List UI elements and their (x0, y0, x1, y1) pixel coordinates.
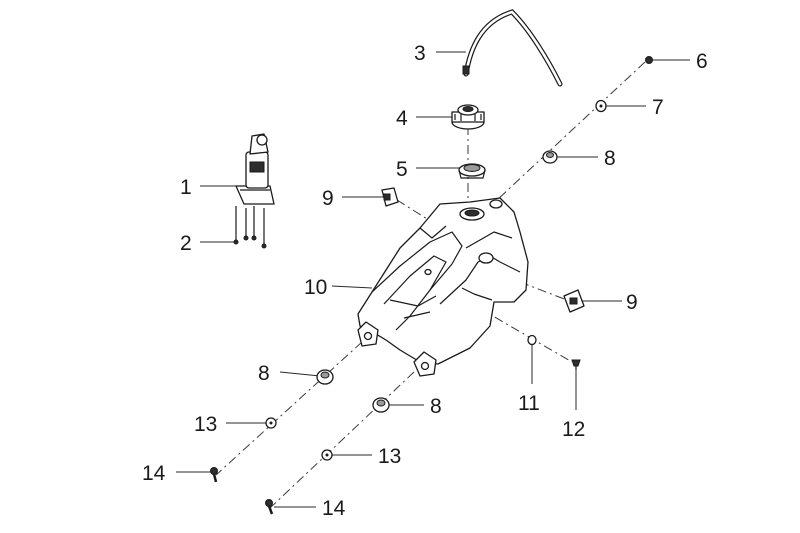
fuel-pump-icon (235, 133, 275, 205)
callout-4: 4 (396, 107, 408, 130)
callout-numbers: 1 2 3 4 5 6 7 8 9 9 10 11 12 8 8 13 13 1… (142, 42, 708, 520)
mounting-bolt-icon (210, 467, 218, 483)
callout-8-left: 8 (258, 362, 270, 385)
callout-8-bottom: 8 (430, 395, 442, 418)
small-washer-icon (527, 334, 537, 346)
cap-seal-ring-icon (458, 163, 486, 179)
mounting-bolt-icon (265, 499, 274, 515)
flat-washer-icon (265, 417, 277, 429)
callout-14-left: 14 (142, 462, 166, 485)
callout-9-left: 9 (322, 187, 334, 210)
callout-2: 2 (180, 232, 192, 255)
callout-7: 7 (652, 96, 664, 119)
bracket-clip-icon (381, 187, 399, 207)
callout-13-right: 13 (378, 445, 401, 468)
callout-12: 12 (562, 418, 585, 441)
fuel-cap-icon (451, 104, 485, 130)
callout-13-left: 13 (194, 413, 217, 436)
callout-6: 6 (696, 50, 708, 73)
screw-icon (571, 359, 581, 370)
rubber-bushing-icon (372, 397, 390, 413)
fuel-tank-icon (357, 197, 529, 377)
callout-9-right: 9 (626, 291, 638, 314)
callout-8-top: 8 (604, 147, 616, 170)
rubber-bushing-icon (316, 369, 334, 385)
callout-14-right: 14 (322, 497, 346, 520)
bolt-icon (645, 56, 653, 64)
callout-5: 5 (396, 158, 408, 181)
callout-1: 1 (180, 176, 192, 199)
washer-icon (595, 99, 607, 113)
flat-washer-icon (321, 449, 333, 461)
callout-11: 11 (518, 392, 540, 415)
bracket-clip-icon (563, 289, 585, 313)
leader-lines (176, 51, 690, 508)
vent-hose-icon (462, 9, 563, 87)
fuel-pump-bolt-icon (233, 206, 267, 249)
callout-10: 10 (304, 276, 327, 299)
rubber-bushing-icon (542, 150, 558, 164)
callout-3: 3 (414, 42, 426, 65)
